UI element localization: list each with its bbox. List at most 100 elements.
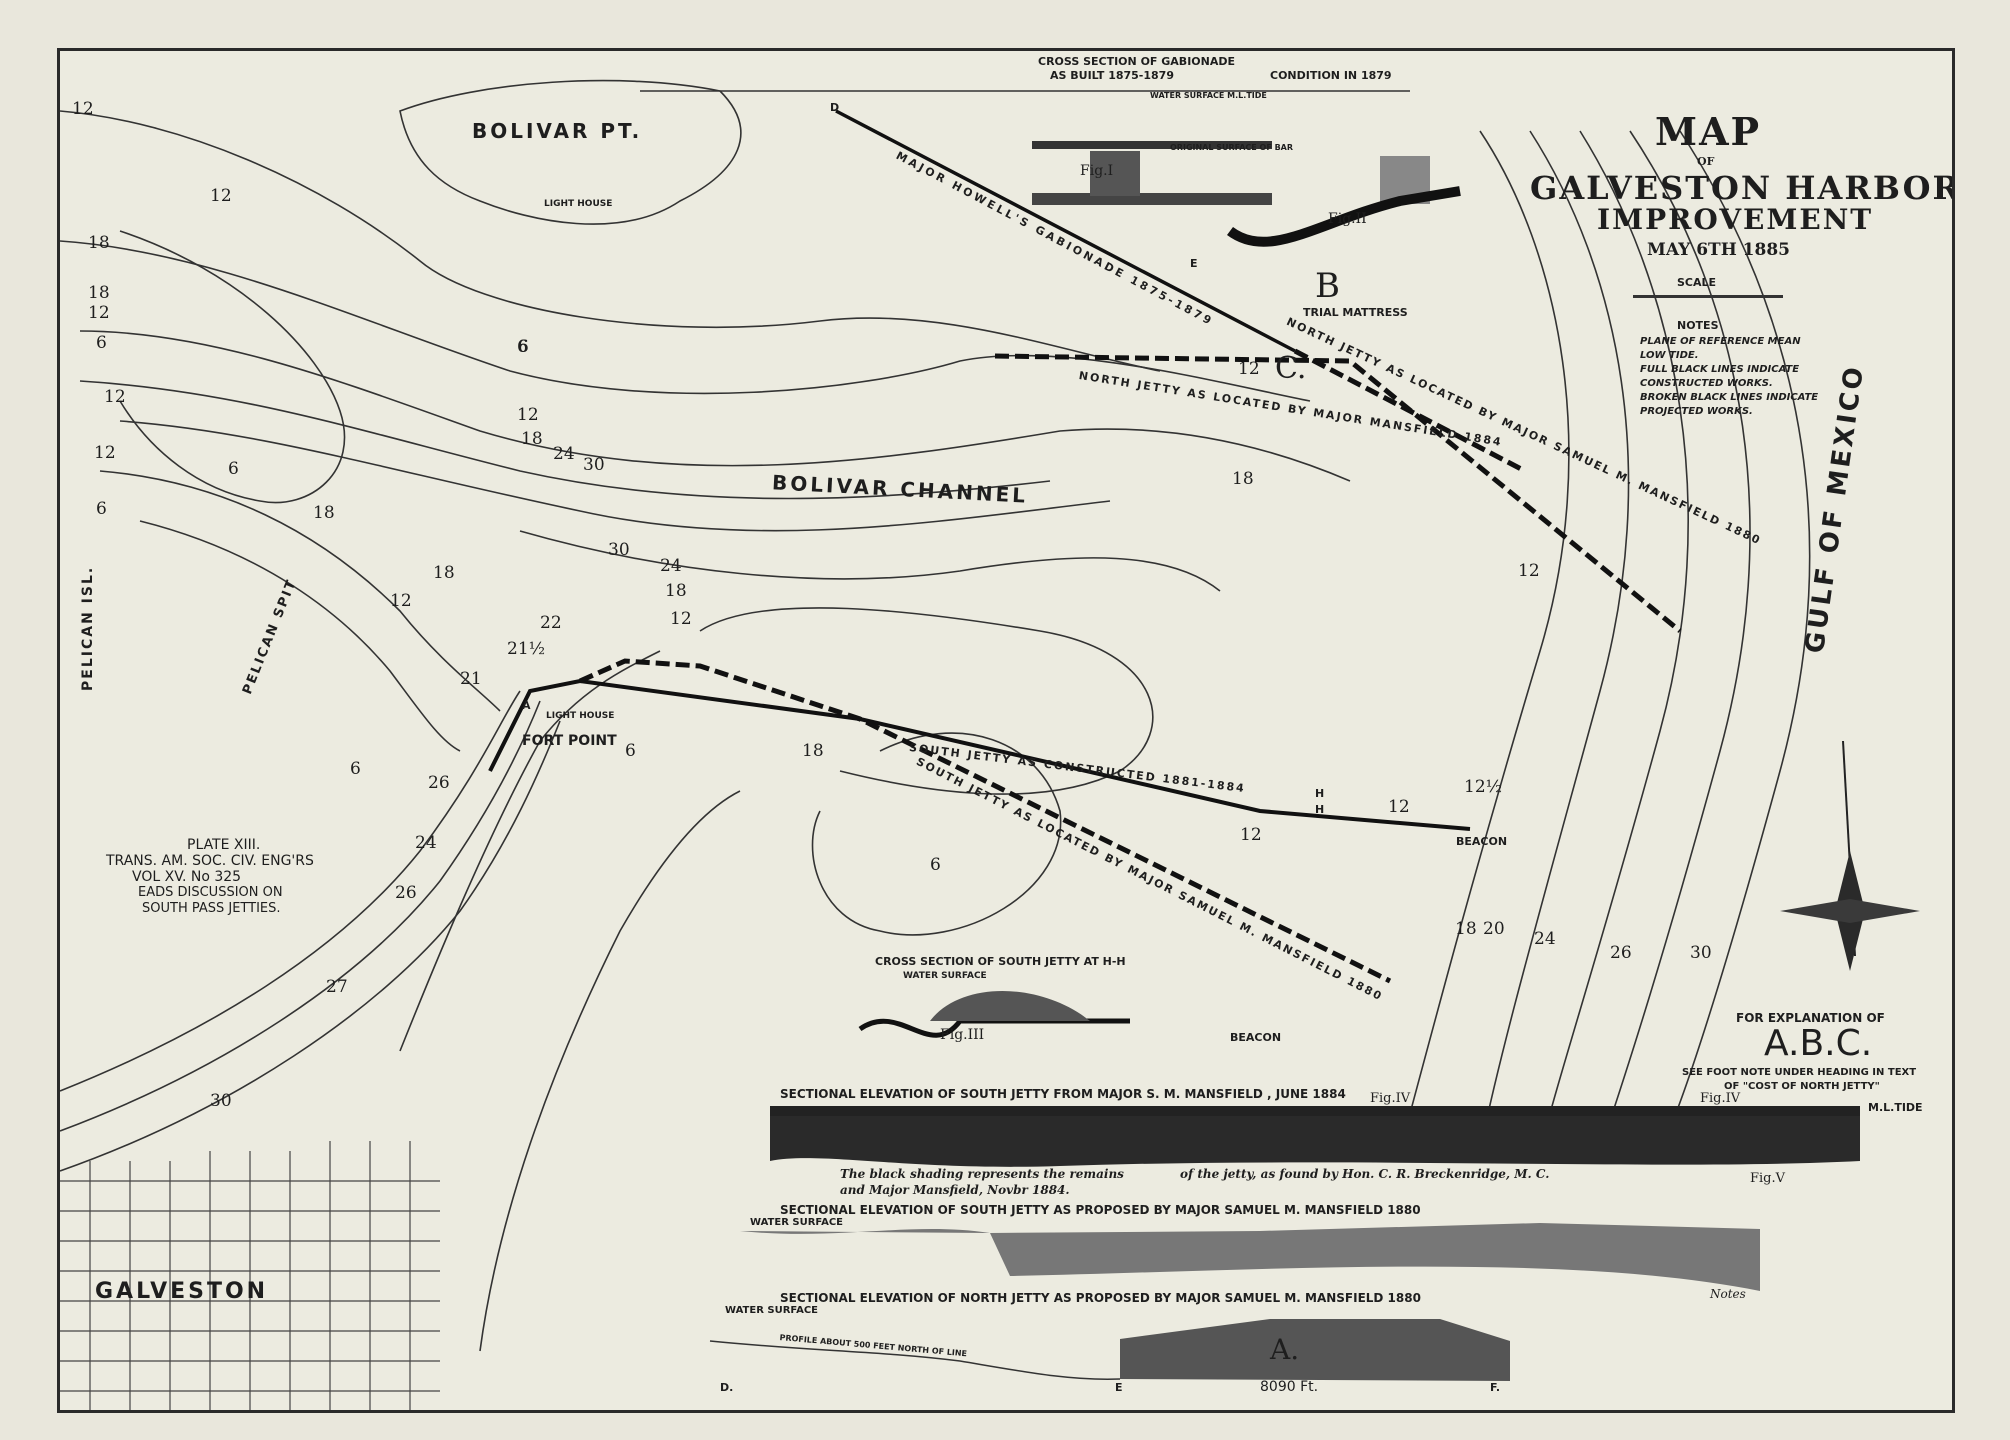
- notes-line: PROJECTED WORKS.: [1640, 406, 1753, 417]
- notes-line: BROKEN BLACK LINES INDICATE: [1640, 392, 1819, 403]
- depth-sounding: 6: [518, 337, 529, 357]
- plate-trans: TRANS. AM. SOC. CIV. ENG'RS: [106, 853, 314, 869]
- label-bolivar-pt: BOLIVAR PT.: [472, 119, 643, 143]
- depth-sounding: 26: [428, 773, 450, 793]
- letter-b: B: [1315, 266, 1340, 306]
- galveston-street-grid: [60, 1141, 440, 1410]
- letter-c: C.: [1275, 351, 1307, 386]
- depth-sounding: 20: [1483, 919, 1505, 939]
- ml-tide-label: M.L.TIDE: [1868, 1101, 1923, 1114]
- letter-d: D: [830, 101, 840, 114]
- depth-sounding: 18: [802, 741, 824, 761]
- chart-drawing: [60, 79, 1920, 1410]
- label-pelican-isl: PELICAN ISL.: [80, 565, 96, 691]
- fig2-label: Fig.II: [1328, 211, 1367, 227]
- title-galveston-harbor: GALVESTON HARBOR: [1530, 169, 1955, 207]
- elevation-1-note-2: of the jetty, as found by Hon. C. R. Bre…: [1180, 1167, 1550, 1181]
- gabionade-line: [835, 109, 1296, 353]
- depth-sounding: 12: [1388, 797, 1410, 817]
- gabionade-cross-sections: [1032, 141, 1461, 247]
- elevation-3-length: 8090 Ft.: [1260, 1379, 1319, 1395]
- elevation-1-title: SECTIONAL ELEVATION OF SOUTH JETTY FROM …: [780, 1087, 1346, 1101]
- depth-sounding: 24: [415, 833, 437, 853]
- notes-line: FULL BLACK LINES INDICATE: [1640, 364, 1800, 375]
- elevation-3-letter-a: A.: [1270, 1333, 1300, 1366]
- fig1-title: CROSS SECTION OF GABIONADE: [1038, 55, 1235, 68]
- abc-letters: A.B.C.: [1764, 1023, 1873, 1064]
- fig3-water-surface: WATER SURFACE: [903, 971, 987, 981]
- fig1-subtitle: AS BUILT 1875-1879: [1050, 69, 1174, 82]
- depth-sounding: 6: [625, 741, 636, 761]
- depth-sounding: 12: [94, 443, 116, 463]
- label-trial-mattress: TRIAL MATTRESS: [1303, 306, 1408, 319]
- fig3-title: CROSS SECTION OF SOUTH JETTY AT H-H: [875, 955, 1126, 968]
- fig5-label: Fig.V: [1750, 1171, 1786, 1186]
- depth-sounding: 18: [521, 429, 543, 449]
- map-title: MAP: [1655, 109, 1762, 154]
- depth-sounding: 6: [517, 337, 528, 357]
- depth-sounding: 12: [72, 99, 94, 119]
- letter-h-1: H: [1315, 787, 1325, 800]
- depth-sounding: 18: [88, 233, 110, 253]
- bolivar-shore: [399, 79, 742, 225]
- abc-footnote-2: OF "COST OF NORTH JETTY": [1724, 1081, 1880, 1092]
- label-light-house-fort: LIGHT HOUSE: [546, 711, 615, 721]
- depth-sounding: 30: [210, 1091, 232, 1111]
- depth-sounding: 18: [665, 581, 687, 601]
- notes-heading: NOTES: [1677, 319, 1719, 332]
- depth-sounding: 12: [1240, 825, 1262, 845]
- depth-sounding: 27: [326, 977, 348, 997]
- fig1-original-surface: ORIGINAL SURFACE OF BAR: [1170, 143, 1294, 152]
- elevation-3-letter-d: D.: [720, 1381, 734, 1394]
- elevation-3-water-surface: WATER SURFACE: [725, 1305, 818, 1316]
- depth-sounding: 18: [1232, 469, 1254, 489]
- north-jetty-1884-line: [994, 353, 1682, 633]
- elevation-3-title: SECTIONAL ELEVATION OF NORTH JETTY AS PR…: [780, 1291, 1421, 1305]
- depth-sounding: 22: [540, 613, 562, 633]
- depth-sounding: 30: [583, 455, 605, 475]
- fig1-label: Fig.I: [1080, 163, 1114, 179]
- south-jetty-located-line: [578, 658, 1392, 984]
- notes-line: LOW TIDE.: [1640, 350, 1699, 361]
- elevation-2-title: SECTIONAL ELEVATION OF SOUTH JETTY AS PR…: [780, 1203, 1421, 1217]
- notes-footnote-heading: Notes: [1710, 1287, 1746, 1301]
- depth-sounding: 12: [517, 405, 539, 425]
- elevation-1-note-3: and Major Mansfield, Novbr 1884.: [840, 1183, 1070, 1197]
- depth-sounding: 30: [608, 540, 630, 560]
- plate-number: PLATE XIII.: [187, 837, 261, 853]
- depth-sounding: 6: [228, 459, 239, 479]
- notes-line: PLANE OF REFERENCE MEAN: [1640, 336, 1801, 347]
- label-fort-point: FORT POINT: [522, 733, 617, 749]
- depth-sounding: 24: [553, 444, 575, 464]
- fig1-water-surface: WATER SURFACE M.L.TIDE: [1150, 91, 1267, 100]
- letter-h-2: H: [1315, 803, 1325, 816]
- depth-sounding: 12: [1518, 561, 1540, 581]
- elevation-1-note-1: The black shading represents the remains: [840, 1167, 1124, 1181]
- depth-sounding: 21½: [507, 639, 546, 659]
- plate-vol: VOL XV. No 325: [132, 869, 242, 885]
- elevation-3-letter-f: F.: [1490, 1381, 1501, 1394]
- compass-rose: [1780, 740, 1920, 971]
- depth-sounding: 24: [1534, 929, 1556, 949]
- scale-label: SCALE: [1677, 276, 1717, 289]
- depth-sounding: 12: [104, 387, 126, 407]
- south-jetty-constructed-line: [488, 678, 1471, 831]
- elevation-profiles: [709, 1106, 1860, 1381]
- elevation-2-water-surface: WATER SURFACE: [750, 1217, 843, 1228]
- title-improvement: IMPROVEMENT: [1597, 203, 1874, 236]
- depth-sounding: 6: [96, 499, 107, 519]
- label-beacon-south: BEACON: [1230, 1031, 1282, 1044]
- depth-sounding: 18: [1455, 919, 1477, 939]
- letter-a: A: [522, 699, 531, 712]
- notes-line: CONSTRUCTED WORKS.: [1640, 378, 1773, 389]
- fig3-label: Fig.III: [940, 1027, 985, 1043]
- depth-sounding: 12: [88, 303, 110, 323]
- depth-sounding: 18: [433, 563, 455, 583]
- letter-e: E: [1190, 257, 1198, 270]
- depth-sounding: 21: [460, 669, 482, 689]
- depth-sounding: 18: [313, 503, 335, 523]
- south-jetty-cross-section: [858, 991, 1130, 1038]
- plate-eads: EADS DISCUSSION ON: [138, 885, 283, 900]
- depth-sounding: 6: [350, 759, 361, 779]
